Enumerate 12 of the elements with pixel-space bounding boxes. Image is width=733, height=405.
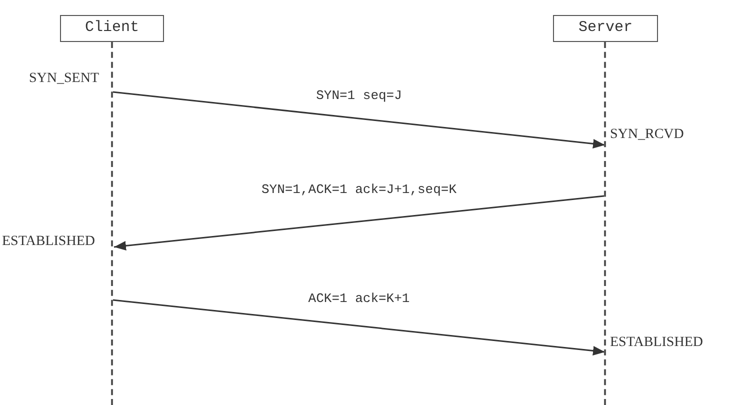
state-label: ESTABLISHED [610,335,703,351]
participant-box: Server [553,15,658,42]
lifeline [604,42,606,405]
participant-box: Client [60,15,164,42]
lifeline [111,42,113,405]
arrow [114,195,604,251]
arrow [112,299,606,356]
arrow [112,91,606,148]
state-label: ESTABLISHED [2,234,95,250]
state-label: SYN_SENT [29,71,100,87]
state-label: SYN_RCVD [610,127,684,143]
edge-label: SYN=1,ACK=1 ack=J+1,seq=K [259,182,459,197]
